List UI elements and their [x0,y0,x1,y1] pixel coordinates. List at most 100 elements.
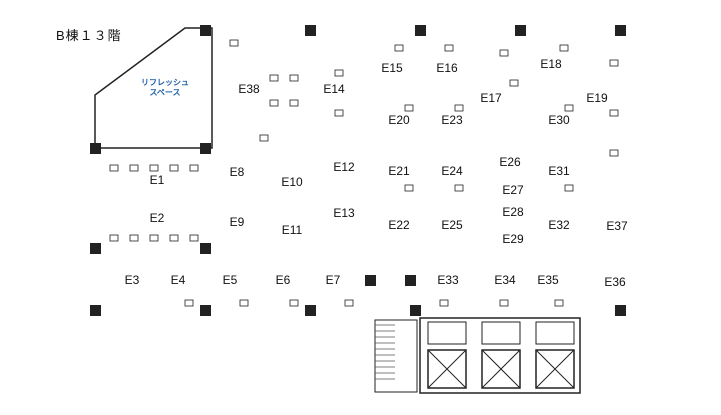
desk-icon [444,44,454,52]
desk-icon [109,234,119,242]
elevator-shaft-icon [427,349,467,389]
shaft-box [535,321,575,345]
desk-icon [149,234,159,242]
pillar [615,25,626,36]
room-label-e33: E33 [437,273,459,287]
desk-icon [184,299,194,307]
room-label-e14: E14 [323,82,345,96]
elevator-shaft-icon [481,349,521,389]
desk-icon [509,79,519,87]
room-label-e34: E34 [494,273,516,287]
pillar [90,143,101,154]
room-label-e31: E31 [548,164,570,178]
desk-icon [289,99,299,107]
building-floor [90,28,630,395]
desk-icon [269,99,279,107]
room-label-e10: E10 [281,175,303,189]
room-label-e32: E32 [548,218,570,232]
desk-icon [609,109,619,117]
desk-icon [129,164,139,172]
room-label-e20: E20 [388,113,410,127]
desk-icon [149,164,159,172]
pillar [305,305,316,316]
desk-icon [129,234,139,242]
room-label-e13: E13 [333,206,355,220]
elevator-cross-icon [481,349,521,389]
desk-icon [404,184,414,192]
desk-icon [394,44,404,52]
desk-icon [499,49,509,57]
room-label-e30: E30 [548,113,570,127]
room-label-e21: E21 [388,164,410,178]
room-label-e3: E3 [125,273,140,287]
desk-icon [169,234,179,242]
desk-icon [289,299,299,307]
elevator-cross-icon [427,349,467,389]
room-label-e27: E27 [502,183,524,197]
room-label-e25: E25 [441,218,463,232]
elevator-cross-icon [535,349,575,389]
desk-icon [554,299,564,307]
room-label-e2: E2 [150,211,165,225]
shaft-box [427,321,467,345]
desk-icon [609,59,619,67]
room-label-e38: E38 [238,82,260,96]
room-label-e15: E15 [381,61,403,75]
desk-icon [239,299,249,307]
elevator-shaft-icon [535,349,575,389]
desk-icon [189,234,199,242]
desk-icon [564,184,574,192]
room-label-e5: E5 [223,273,238,287]
desk-icon [344,299,354,307]
pillar [365,275,376,286]
pillar [200,243,211,254]
room-label-e35: E35 [537,273,559,287]
desk-icon [334,109,344,117]
pillar [415,25,426,36]
room-label-e6: E6 [276,273,291,287]
room-label-e11: E11 [282,223,303,237]
desk-icon [229,39,239,47]
refresh-space-label: スペース [149,88,180,97]
desk-icon [454,104,464,112]
room-label-e9: E9 [230,215,245,229]
desk-icon [169,164,179,172]
room-label-e37: E37 [606,219,628,233]
pillar [200,305,211,316]
pillar [200,25,211,36]
room-label-e1: E1 [150,173,165,187]
pillar [515,25,526,36]
room-label-e18: E18 [540,57,562,71]
room-label-e28: E28 [502,205,524,219]
desk-icon [289,74,299,82]
room-label-e29: E29 [502,232,524,246]
pillar [405,275,416,286]
desk-icon [189,164,199,172]
desk-icon [439,299,449,307]
desk-icon [259,134,269,142]
room-label-e17: E17 [480,91,502,105]
floor-title: B棟１３階 [56,28,122,43]
desk-icon [404,104,414,112]
desk-icon [559,44,569,52]
room-label-e16: E16 [436,61,458,75]
desk-icon [499,299,509,307]
pillar [90,243,101,254]
room-label-e36: E36 [604,275,626,289]
desk-icon [454,184,464,192]
room-label-e26: E26 [499,155,521,169]
desk-icon [334,69,344,77]
room-label-e4: E4 [171,273,186,287]
pillar [410,305,421,316]
room-label-e23: E23 [441,113,463,127]
desk-icon [609,149,619,157]
refresh-space-label: リフレッシュ [141,78,189,87]
room-label-e24: E24 [441,164,463,178]
room-label-e22: E22 [388,218,410,232]
room-label-e7: E7 [326,273,341,287]
pillar [90,305,101,316]
pillar [305,25,316,36]
pillar [615,305,626,316]
desk-icon [269,74,279,82]
